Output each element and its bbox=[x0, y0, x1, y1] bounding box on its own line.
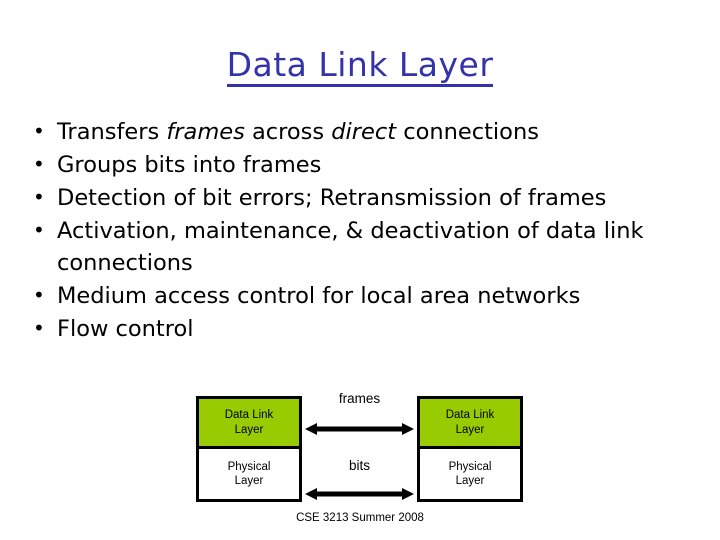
list-item: • Groups bits into frames bbox=[22, 149, 698, 182]
bullet-list: • Transfers frames across direct connect… bbox=[22, 116, 698, 346]
bullet-marker-icon: • bbox=[33, 316, 45, 341]
right-data-link-layer-box: Data Link Layer bbox=[420, 399, 520, 449]
right-data-link-label-line2: Layer bbox=[455, 423, 485, 436]
list-item: • Transfers frames across direct connect… bbox=[22, 116, 698, 149]
page-title: Data Link Layer bbox=[0, 47, 720, 87]
list-item-text: Detection of bit errors; Retransmission … bbox=[57, 184, 607, 211]
list-item: • Medium access control for local area n… bbox=[22, 280, 698, 313]
bits-double-arrow-icon bbox=[305, 487, 414, 500]
left-physical-layer-box: Physical Layer bbox=[199, 449, 299, 499]
list-item-text: Groups bits into frames bbox=[57, 151, 322, 178]
bullet-marker-icon: • bbox=[33, 184, 45, 209]
right-physical-layer-box: Physical Layer bbox=[420, 449, 520, 499]
left-physical-label-line1: Physical bbox=[227, 460, 271, 473]
frames-arrow-label: frames bbox=[338, 391, 381, 406]
frames-arrow-group: frames bbox=[302, 392, 417, 446]
right-physical-label-line2: Layer bbox=[455, 475, 485, 487]
list-item: • Activation, maintenance, & deactivatio… bbox=[22, 215, 698, 281]
right-protocol-stack: Data Link Layer Physical Layer bbox=[417, 396, 523, 502]
list-item: • Flow control bbox=[22, 313, 698, 346]
list-item-text: Transfers frames across direct connectio… bbox=[57, 119, 539, 145]
list-item-text: Flow control bbox=[57, 316, 194, 343]
right-data-link-label-line1: Data Link bbox=[445, 409, 495, 422]
bullet-marker-icon: • bbox=[33, 217, 45, 242]
page-title-text: Data Link Layer bbox=[226, 47, 494, 87]
frames-double-arrow-icon bbox=[305, 422, 414, 435]
right-physical-label-line1: Physical bbox=[448, 460, 492, 473]
left-protocol-stack: Data Link Layer Physical Layer bbox=[196, 396, 302, 502]
emphasis-frames: frames bbox=[166, 119, 245, 145]
bits-arrow-group: bits bbox=[302, 449, 417, 502]
bullet-marker-icon: • bbox=[33, 151, 45, 176]
bits-arrow-label: bits bbox=[348, 458, 370, 473]
left-data-link-layer-box: Data Link Layer bbox=[199, 399, 299, 449]
protocol-stack-diagram: Data Link Layer Physical Layer Data Link… bbox=[196, 392, 524, 502]
list-item: • Detection of bit errors; Retransmissio… bbox=[22, 182, 698, 215]
emphasis-direct: direct bbox=[331, 119, 397, 145]
left-physical-label-line2: Layer bbox=[234, 475, 264, 487]
bullet-marker-icon: • bbox=[33, 119, 45, 143]
slide-footer: CSE 3213 Summer 2008 bbox=[296, 512, 424, 524]
list-item-text: Activation, maintenance, & deactivation … bbox=[57, 217, 644, 277]
list-item-text: Medium access control for local area net… bbox=[57, 283, 581, 310]
bullet-marker-icon: • bbox=[33, 283, 45, 308]
left-data-link-label-line2: Layer bbox=[234, 423, 264, 436]
left-data-link-label-line1: Data Link bbox=[224, 409, 274, 422]
